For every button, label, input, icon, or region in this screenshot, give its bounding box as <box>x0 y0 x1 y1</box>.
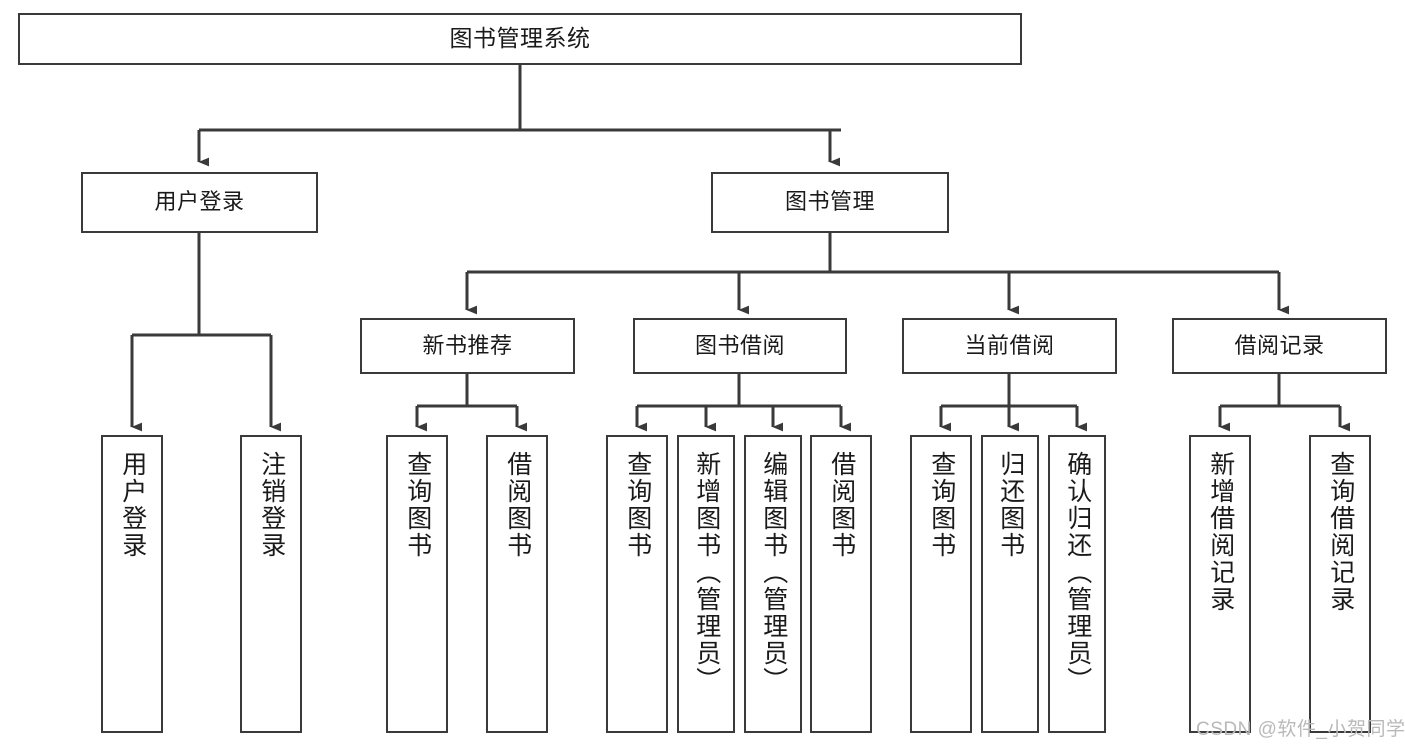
node-label: 借阅图书 <box>827 451 856 559</box>
node-leaf-add-record[interactable]: 新增借阅记录 <box>1189 435 1251 733</box>
node-label: 查询图书 <box>623 451 652 559</box>
node-label: 查询图书 <box>403 451 432 559</box>
node-label: 借阅记录 <box>1234 332 1325 358</box>
node-root-book-management-system[interactable]: 图书管理系统 <box>18 13 1022 65</box>
csdn-watermark: CSDN @软件_小贺同学 <box>1196 719 1405 740</box>
node-label: 图书借阅 <box>694 332 785 358</box>
node-leaf-logout-login[interactable]: 注销登录 <box>240 435 302 733</box>
node-label: 查询图书 <box>927 451 956 559</box>
node-label: 归还图书 <box>996 451 1025 559</box>
node-leaf-confirm-return[interactable]: 确认归还（管理员） <box>1048 435 1106 733</box>
node-leaf-borrow-book-1[interactable]: 借阅图书 <box>486 435 548 733</box>
node-new-book-recommend[interactable]: 新书推荐 <box>360 318 575 374</box>
node-label: 查询借阅记录 <box>1326 451 1355 613</box>
node-label: 新增借阅记录 <box>1206 451 1235 613</box>
node-label: 用户登录 <box>154 189 245 215</box>
node-leaf-add-book[interactable]: 新增图书（管理员） <box>677 435 735 733</box>
node-leaf-edit-book[interactable]: 编辑图书（管理员） <box>744 435 802 733</box>
node-leaf-return-book[interactable]: 归还图书 <box>981 435 1039 733</box>
node-label: 借阅图书 <box>503 451 532 559</box>
node-label: 编辑图书（管理员） <box>759 451 788 694</box>
node-leaf-query-book-2[interactable]: 查询图书 <box>606 435 668 733</box>
node-leaf-query-record[interactable]: 查询借阅记录 <box>1309 435 1371 733</box>
node-leaf-borrow-book-2[interactable]: 借阅图书 <box>810 435 872 733</box>
node-user-login[interactable]: 用户登录 <box>81 172 318 233</box>
node-current-borrow[interactable]: 当前借阅 <box>902 318 1117 374</box>
node-leaf-query-book-3[interactable]: 查询图书 <box>910 435 972 733</box>
node-label: 图书管理系统 <box>449 25 591 52</box>
node-label: 用户登录 <box>118 451 147 559</box>
node-label: 新书推荐 <box>422 332 513 358</box>
node-leaf-user-login[interactable]: 用户登录 <box>101 435 163 733</box>
node-borrow-record[interactable]: 借阅记录 <box>1172 318 1387 374</box>
node-book-manage[interactable]: 图书管理 <box>711 172 949 233</box>
node-label: 注销登录 <box>257 451 286 559</box>
node-label: 当前借阅 <box>964 332 1055 358</box>
node-leaf-query-book-1[interactable]: 查询图书 <box>386 435 448 733</box>
node-book-borrow[interactable]: 图书借阅 <box>633 318 847 374</box>
node-label: 确认归还（管理员） <box>1063 451 1092 694</box>
node-label: 图书管理 <box>784 189 875 215</box>
node-label: 新增图书（管理员） <box>692 451 721 694</box>
